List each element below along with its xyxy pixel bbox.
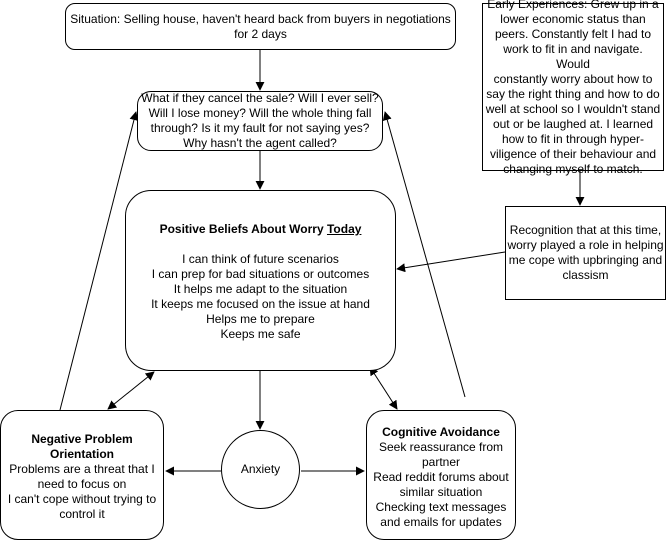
recognition-line: worry played a role in helping: [507, 238, 664, 252]
early-line: say the right thing and how to do: [486, 87, 660, 101]
avoid-line: Read reddit forums about: [373, 470, 509, 484]
early-line: well at school so I wouldn't stand: [485, 102, 661, 116]
situation-node: Situation: Selling house, haven't heard …: [65, 3, 456, 50]
worry-thoughts-node: What if they cancel the sale? Will I eve…: [137, 91, 383, 151]
edge-neg-to-thoughts: [59, 111, 139, 411]
neg-title-line: Negative Problem: [31, 432, 133, 446]
anxiety-label: Anxiety: [240, 462, 281, 476]
anxiety-node: Anxiety: [221, 430, 300, 509]
edge-avoid-to-thoughts: [382, 111, 466, 398]
thoughts-line: Why hasn't the agent called?: [183, 136, 337, 150]
recognition-line: Recognition that at this time,: [509, 223, 662, 237]
avoid-line: Checking text messages: [375, 500, 507, 514]
thoughts-line: through? Is it my fault for not saying y…: [150, 121, 370, 135]
neg-line: need to focus on: [37, 477, 127, 491]
early-line: lower economic status than: [500, 12, 646, 26]
beliefs-heading: Positive Beliefs About Worry Today: [160, 222, 362, 237]
situation-line: Situation: Selling house, haven't heard …: [70, 11, 451, 26]
negative-problem-orientation-node: Negative Problem Orientation Problems ar…: [0, 410, 164, 540]
edge-beliefs-avoid-bidirectional: [369, 366, 398, 410]
early-line: changing myself to match.: [503, 162, 643, 176]
beliefs-item: It keeps me focused on the issue at hand: [151, 297, 370, 311]
avoid-line: Seek reassurance from: [378, 440, 504, 454]
early-line: how to fit in through hyper-: [501, 132, 645, 146]
beliefs-title: Positive Beliefs About Worry: [159, 222, 324, 236]
neg-line: control it: [59, 507, 105, 521]
early-line: Early Experiences: Grew up in a: [487, 0, 659, 11]
neg-line: I can't cope without trying to: [7, 492, 157, 506]
beliefs-item: I can prep for bad situations or outcome…: [151, 267, 370, 281]
recognition-node: Recognition that at this time, worry pla…: [505, 206, 666, 300]
situation-line: for 2 days: [234, 26, 287, 41]
cognitive-avoidance-node: Cognitive Avoidance Seek reassurance fro…: [366, 410, 516, 540]
beliefs-item: Keeps me safe: [220, 327, 301, 341]
avoid-line: and emails for updates: [380, 515, 502, 529]
positive-beliefs-node: Positive Beliefs About Worry Today I can…: [125, 190, 396, 371]
recognition-line: me cope with upbringing and: [508, 253, 663, 267]
beliefs-item: Helps me to prepare: [206, 312, 315, 326]
early-line: peers. Constantly felt I had to: [494, 27, 652, 41]
neg-line: Problems are a threat that I: [9, 462, 155, 476]
beliefs-title-emphasis: Today: [326, 222, 362, 236]
edge-recognition-to-beliefs: [396, 251, 506, 273]
avoid-line: partner: [421, 455, 461, 469]
recognition-line: classism: [562, 268, 609, 282]
beliefs-item: It helps me adapt to the situation: [173, 282, 348, 296]
early-line: constantly worry about how to: [493, 72, 653, 86]
thoughts-line: What if they cancel the sale? Will I eve…: [141, 91, 379, 105]
avoid-title: Cognitive Avoidance: [382, 425, 500, 439]
neg-title-line: Orientation: [49, 447, 114, 461]
beliefs-item: I can think of future scenarios: [182, 252, 339, 266]
early-line: work to fit in and navigate. Would: [503, 42, 643, 71]
edge-beliefs-neg-bidirectional: [107, 371, 155, 410]
early-line: out or be laughed at. I learned: [492, 117, 654, 131]
early-line: viligence of their behaviour and: [489, 147, 657, 161]
thoughts-line: Will I lose money? Will the whole thing …: [148, 106, 372, 120]
early-experiences-node: Early Experiences: Grew up in a lower ec…: [482, 0, 664, 176]
avoid-line: similar situation: [399, 485, 483, 499]
